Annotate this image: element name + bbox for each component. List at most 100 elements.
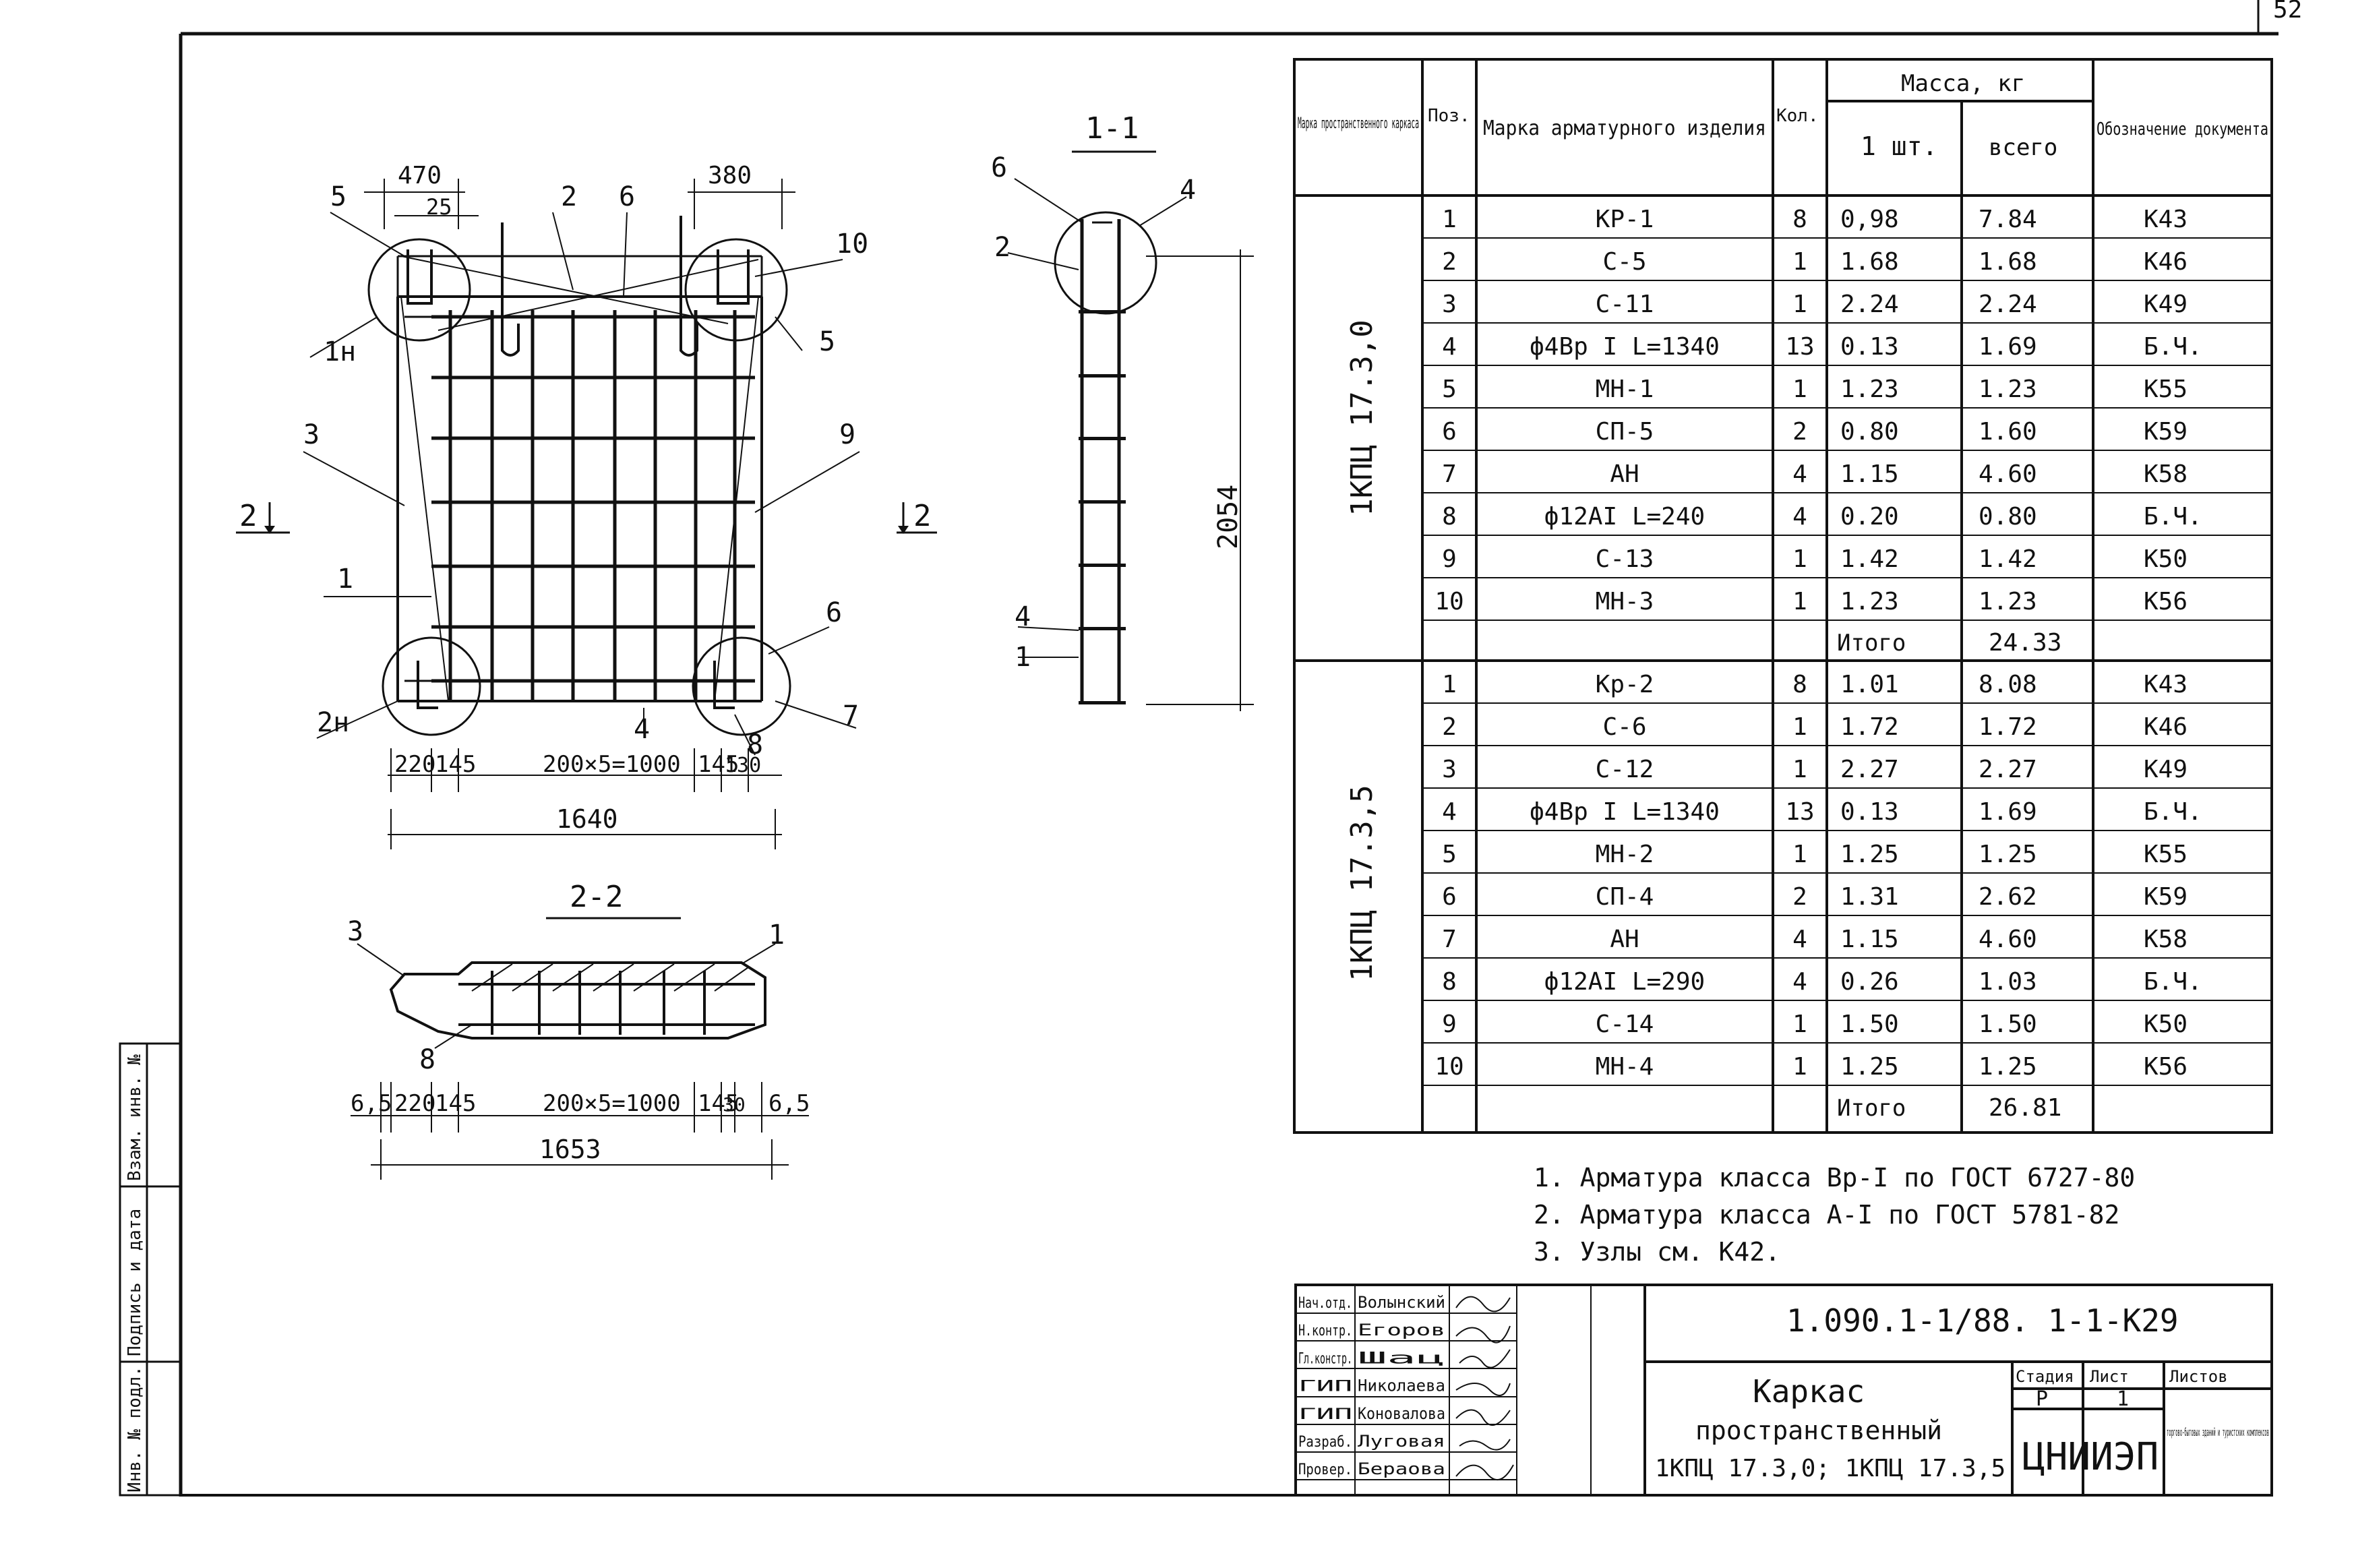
cell-one: 1.72 [1840, 713, 1899, 741]
stamp-sheet-header: Лист [2090, 1367, 2129, 1386]
staff-role: ГИП [1298, 1379, 1352, 1395]
cell-total: 1.42 [1979, 545, 2037, 573]
callout-5-right: 5 [819, 326, 835, 357]
cell-doc: Б.Ч. [2144, 333, 2202, 361]
cell-mark: МН-3 [1596, 588, 1654, 615]
cell-qty: 1 [1792, 545, 1807, 573]
cell-total: 1.23 [1979, 588, 2037, 615]
th-mass-total: всего [1989, 134, 2057, 161]
s11-callout-6: 6 [991, 152, 1007, 183]
callout-9: 9 [839, 419, 855, 450]
total-label: Итого [1837, 630, 1906, 657]
callout-6-top: 6 [619, 181, 635, 212]
th-mark-arm: Марка арматурного изделия [1483, 117, 1766, 140]
s22-dim-30: 30 [723, 1093, 746, 1116]
cell-doc: К46 [2144, 713, 2187, 741]
s22-dim-220: 220 [394, 1090, 435, 1117]
cell-doc: Б.Ч. [2144, 798, 2202, 826]
stamp-code: 1.090.1-1/88. 1-1-К29 [1786, 1302, 2179, 1339]
section-1-1-title: 1-1 [1085, 111, 1139, 146]
total-value: 24.33 [1989, 629, 2061, 657]
cell-doc: К56 [2144, 588, 2187, 615]
cell-qty: 2 [1792, 883, 1807, 911]
s22-dim-1653: 1653 [539, 1135, 601, 1164]
s22-callout-8: 8 [419, 1044, 435, 1075]
cell-pos: 1 [1442, 206, 1457, 233]
cell-one: 0.13 [1840, 333, 1899, 361]
cell-pos: 6 [1442, 883, 1457, 911]
s22-dim-145-a: 145 [435, 1090, 476, 1117]
spec-table: Марка пространственного каркаса Поз. Мар… [1293, 58, 2273, 1134]
cell-one: 0,98 [1840, 206, 1899, 233]
cell-doc: К43 [2144, 206, 2187, 233]
staff-role: Гл.констр. [1298, 1350, 1352, 1367]
staff-row: Провер.Бераова [1298, 1459, 1445, 1478]
cell-mark: ф4Вр I L=1340 [1530, 798, 1720, 826]
cell-doc: К46 [2144, 248, 2187, 276]
section-1-1: 1-1 6 4 2 4 1 [991, 111, 1254, 711]
cell-pos: 4 [1442, 798, 1457, 826]
stamp-stage: Р [2036, 1387, 2048, 1411]
cell-one: 1.23 [1840, 375, 1899, 403]
cell-doc: К49 [2144, 291, 2187, 318]
callout-1: 1 [337, 564, 353, 595]
callout-2: 2 [561, 181, 577, 212]
cell-pos: 7 [1442, 460, 1457, 488]
th-qty: Кол. [1776, 106, 1819, 126]
s11-callout-1: 1 [1015, 642, 1031, 673]
cell-pos: 8 [1442, 968, 1457, 996]
stamp-stage-header: Стадия [2016, 1367, 2074, 1386]
staff-row: Разраб.Луговая [1298, 1432, 1445, 1451]
cell-mark: С-6 [1602, 713, 1646, 741]
cell-one: 0.26 [1840, 968, 1899, 996]
dim-1640: 1640 [556, 804, 618, 834]
side-stamp-replace-label: Взам. инв. № [125, 1054, 145, 1181]
cell-qty: 4 [1792, 503, 1807, 531]
s11-callout-4-top: 4 [1180, 175, 1196, 206]
cell-total: 2.27 [1979, 756, 2037, 783]
section-2-2: 2-2 3 1 8 [347, 880, 810, 1180]
side-stamp: Инв. № подл. Подпись и дата Взам. инв. № [119, 1042, 182, 1497]
s22-dim-200x5: 200×5=1000 [543, 1090, 681, 1117]
cell-pos: 2 [1442, 248, 1457, 276]
cell-total: 1.68 [1979, 248, 2037, 276]
cell-one: 1.01 [1840, 671, 1899, 698]
dim-145-a: 145 [435, 751, 476, 778]
callout-1n: 1н [324, 336, 356, 367]
dim-220: 220 [394, 751, 435, 778]
cell-total: 1.69 [1979, 333, 2037, 361]
cell-mark: ф4Вр I L=1340 [1530, 333, 1720, 361]
cell-qty: 1 [1792, 713, 1807, 741]
cell-one: 1.15 [1840, 926, 1899, 953]
cell-total: 1.25 [1979, 1053, 2037, 1081]
staff-role: Н.контр. [1298, 1323, 1352, 1339]
cell-doc: К59 [2144, 418, 2187, 446]
cell-mark: С-11 [1596, 291, 1654, 318]
cell-one: 1.68 [1840, 248, 1899, 276]
staff-name: Шац [1358, 1348, 1445, 1367]
cell-one: 1.25 [1840, 841, 1899, 868]
cell-qty: 4 [1792, 460, 1807, 488]
cell-qty: 13 [1785, 333, 1814, 361]
s11-callout-2: 2 [994, 232, 1010, 263]
group-name: 1КПЦ 17.3,0 [1345, 320, 1379, 516]
cell-qty: 8 [1792, 671, 1807, 698]
th-mass-one: 1 шт. [1861, 131, 1937, 161]
cell-total: 8.08 [1979, 671, 2037, 698]
cell-pos: 3 [1442, 756, 1457, 783]
staff-name: Волынский [1358, 1293, 1445, 1312]
staff-role: ГИП [1298, 1406, 1352, 1423]
th-pos: Поз. [1428, 106, 1470, 126]
cell-mark: АН [1610, 460, 1639, 488]
cell-mark: С-5 [1602, 248, 1646, 276]
cell-one: 1.15 [1840, 460, 1899, 488]
total-value: 26.81 [1989, 1094, 2061, 1122]
cell-pos: 2 [1442, 713, 1457, 741]
cell-qty: 4 [1792, 926, 1807, 953]
